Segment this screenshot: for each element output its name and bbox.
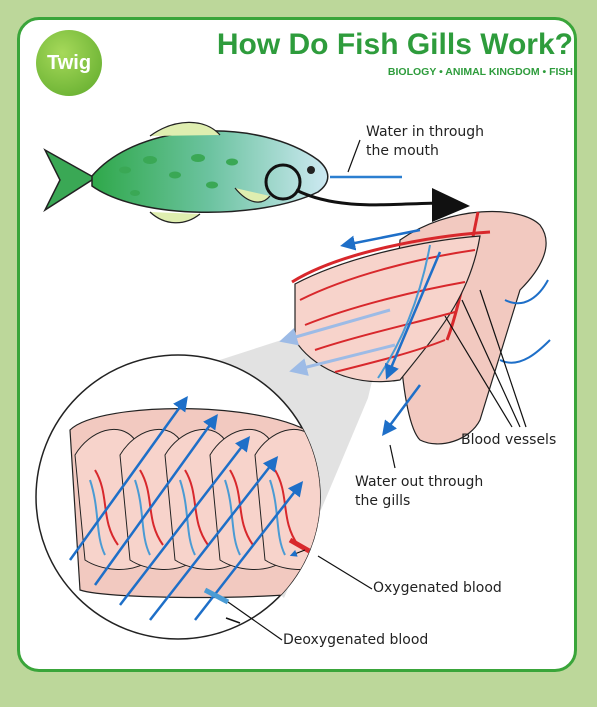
logo-text: Twig [47,52,91,75]
twig-logo: Twig [36,30,102,96]
water-out-line2: the gills [355,492,483,511]
page-title: How Do Fish Gills Work? [217,28,573,62]
blood-vessels-label: Blood vessels [461,431,556,450]
page-subtitle: BIOLOGY • ANIMAL KINGDOM • FISH [388,66,573,78]
oxygenated-blood-label: Oxygenated blood [373,579,502,598]
water-in-line2: the mouth [366,142,484,161]
deoxygenated-blood-label: Deoxygenated blood [283,631,428,650]
water-out-label: Water out through the gills [355,473,483,511]
water-out-line1: Water out through [355,473,483,492]
water-in-label: Water in through the mouth [366,123,484,161]
water-in-line1: Water in through [366,123,484,142]
